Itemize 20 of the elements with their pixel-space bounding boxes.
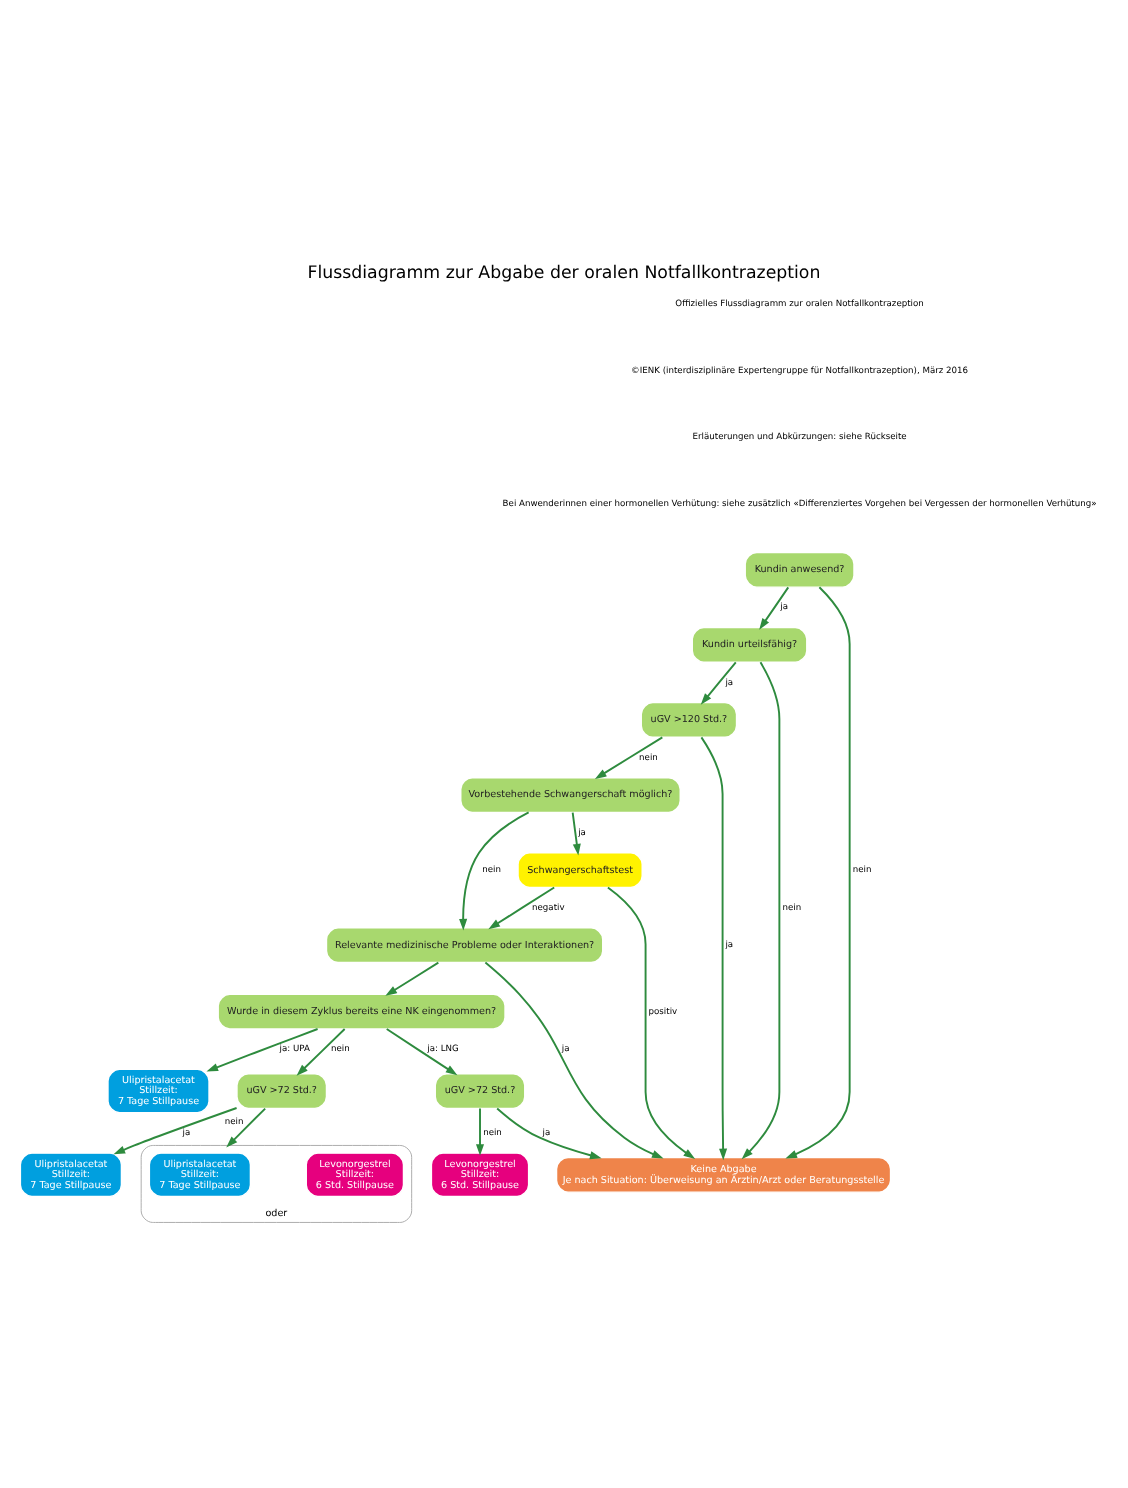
- arrow: [484, 960, 664, 1158]
- arrow: [496, 1106, 602, 1159]
- arrow: [785, 585, 851, 1158]
- arrow: [385, 960, 440, 995]
- arrow: [206, 1027, 319, 1071]
- arrow: [571, 810, 581, 855]
- arrow: [296, 1027, 346, 1075]
- arrow: [741, 660, 781, 1159]
- arrow: [113, 1106, 238, 1154]
- arrow: [385, 1027, 458, 1075]
- diagram-title: Flussdiagramm zur Abgabe der oralen Notfallkontrazeption: [307, 262, 821, 283]
- arrow: [459, 810, 530, 930]
- arrow: [475, 1106, 485, 1155]
- arrow: [488, 885, 556, 929]
- arrow: [700, 735, 728, 1160]
- arrow: [606, 885, 696, 1158]
- arrow: [759, 585, 790, 629]
- arrow: [594, 735, 664, 778]
- arrow: [226, 1106, 267, 1147]
- arrow: [700, 660, 737, 704]
